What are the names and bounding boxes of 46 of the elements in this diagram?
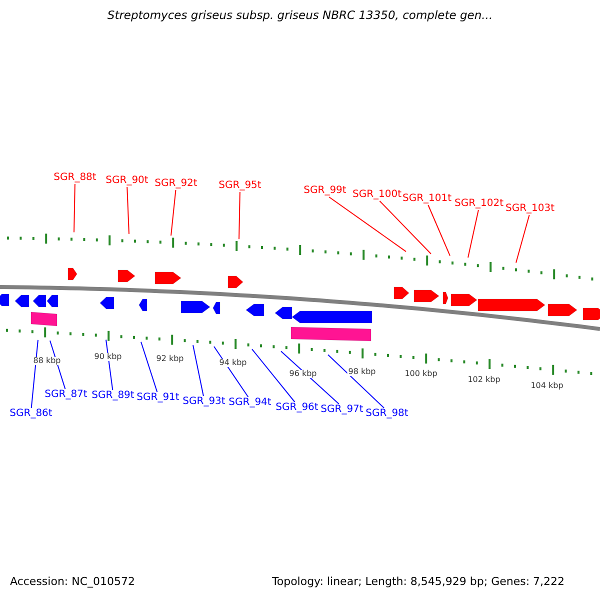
leader-line bbox=[379, 200, 432, 254]
scale-label: 100 kbp bbox=[404, 370, 438, 378]
feature-label: SGR_101t bbox=[402, 194, 452, 204]
feature-label: SGR_90t bbox=[106, 176, 148, 186]
feature-label: SGR_91t bbox=[136, 393, 180, 403]
feature-label: SGR_89t bbox=[92, 391, 134, 401]
feature-label: SGR_86t bbox=[10, 409, 52, 419]
scale-label: 92 kbp bbox=[155, 355, 185, 363]
feature-label: SGR_94t bbox=[228, 398, 272, 408]
feature-label: SGR_92t bbox=[154, 179, 198, 189]
feature-label: SGR_100t bbox=[352, 190, 402, 200]
feature-label: SGR_93t bbox=[182, 397, 226, 407]
scale-label: 102 kbp bbox=[466, 376, 502, 384]
scale-label: 88 kbp bbox=[32, 357, 62, 365]
leader-line bbox=[126, 186, 130, 234]
feature-label: SGR_95t bbox=[218, 181, 262, 191]
footer-text: Topology: linear; Length: 8,545,929 bp; Genes: 7,222 bbox=[272, 576, 565, 587]
leader-line bbox=[328, 196, 406, 252]
diagram-title: Streptomyces griseus subsp. griseus NBRC 13350, complete gen... bbox=[106, 10, 494, 22]
leader-line bbox=[468, 210, 479, 258]
feature-label: SGR_97t bbox=[320, 405, 364, 415]
scale-label: 90 kbp bbox=[93, 353, 123, 361]
scale-label: 96 kbp bbox=[288, 370, 318, 378]
leader-line bbox=[192, 344, 204, 396]
feature-label: SGR_99t bbox=[304, 186, 346, 196]
feature-label: SGR_96t bbox=[276, 403, 318, 413]
leader-line bbox=[516, 214, 530, 264]
leader-line bbox=[74, 184, 76, 233]
feature-label: SGR_87t bbox=[44, 390, 88, 400]
leader-line bbox=[214, 346, 249, 398]
scale-label: 104 kbp bbox=[530, 382, 564, 390]
scale-label: 94 kbp bbox=[218, 359, 248, 367]
feature-label: SGR_103t bbox=[505, 204, 555, 214]
leader-line bbox=[280, 350, 340, 404]
leader-line bbox=[428, 204, 450, 256]
leader-line bbox=[252, 348, 296, 402]
scale-label: 98 kbp bbox=[347, 368, 377, 376]
leader-line bbox=[238, 192, 240, 240]
feature-label: SGR_88t bbox=[54, 173, 96, 183]
leader-line bbox=[30, 339, 38, 408]
leader-line bbox=[328, 354, 385, 408]
feature-label: SGR_98t bbox=[366, 409, 408, 419]
footer-text: Accession: NC_010572 bbox=[10, 576, 136, 587]
leader-line bbox=[170, 190, 176, 236]
feature-label: SGR_102t bbox=[454, 199, 504, 209]
leader-line bbox=[140, 341, 158, 392]
